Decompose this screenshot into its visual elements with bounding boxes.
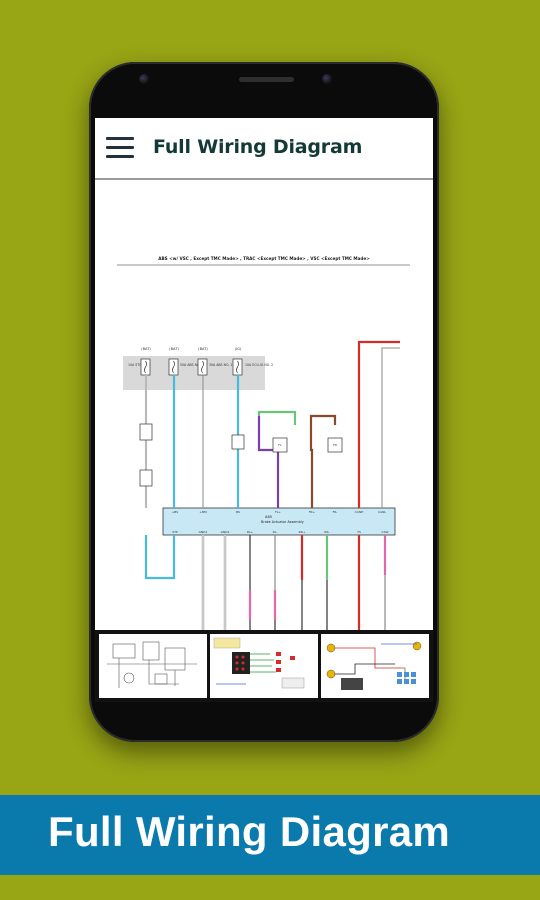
fuse-source-label: (BAT) xyxy=(169,347,179,351)
thumbnail-diagram-1[interactable] xyxy=(99,634,207,698)
front-camera-icon xyxy=(322,74,332,84)
wheel-sensor-fr xyxy=(327,437,343,453)
pin-label: RL+ xyxy=(247,530,254,534)
proximity-sensor-icon xyxy=(139,74,149,84)
pin-label: TS xyxy=(356,530,361,534)
wheel-sensor-fl xyxy=(272,437,288,453)
pin-label: +BS xyxy=(172,510,179,514)
actuator-name: Brake Actuator Assembly xyxy=(261,520,304,524)
pin-label: STP xyxy=(172,530,178,534)
connector-block xyxy=(139,469,153,487)
promo-banner xyxy=(0,795,540,875)
pin-label: GND1 xyxy=(199,530,208,534)
sensor-label: FL xyxy=(278,443,282,447)
pin-label: FL+ xyxy=(275,510,281,514)
phone-screen: Full Wiring Diagram ABS <w/ VSC , Except… xyxy=(95,118,433,702)
fuse-name: 10A STOP xyxy=(128,363,144,367)
fuse-name: 10A ECU-IG NO. 2 xyxy=(245,363,273,367)
pin-label: RR- xyxy=(324,530,329,534)
thumbnail-diagram-2[interactable] xyxy=(210,634,318,698)
pin-label: +BM xyxy=(199,510,207,514)
fuse-source-label: (BAT) xyxy=(141,347,151,351)
phone-frame: Full Wiring Diagram ABS <w/ VSC , Except… xyxy=(89,62,439,742)
banner-title: Full Wiring Diagram xyxy=(48,808,451,855)
pin-label: RR+ xyxy=(299,530,306,534)
pin-label: GND2 xyxy=(221,530,230,534)
thumbnail-strip xyxy=(95,630,433,702)
actuator-id: A65 xyxy=(265,515,272,519)
pin-label: FR+ xyxy=(309,510,316,514)
pin-label: CANL xyxy=(378,510,386,514)
pin-label: CANH xyxy=(355,510,364,514)
app-bar: Full Wiring Diagram xyxy=(95,118,433,180)
fuse-source-label: (BAT) xyxy=(198,347,208,351)
app-title: Full Wiring Diagram xyxy=(153,136,363,158)
fuse-name: 30A ABS NO. 2 xyxy=(209,363,232,367)
pin-label: FR- xyxy=(333,510,338,514)
fuse-source-label: (IG) xyxy=(235,347,242,351)
pin-label: RL- xyxy=(273,530,278,534)
stop-lamp-switch xyxy=(139,423,153,441)
connector-block xyxy=(231,434,245,450)
wiring-diagram[interactable]: ABS <w/ VSC , Except TMC Made> , TRAC <E… xyxy=(95,180,433,630)
fuse-name: 50A ABS NO. 1 xyxy=(180,363,203,367)
pin-label: BS xyxy=(236,510,240,514)
brake-actuator-block xyxy=(162,507,396,536)
hamburger-menu-icon[interactable] xyxy=(106,137,134,159)
sensor-label: FR xyxy=(333,443,337,447)
earpiece xyxy=(239,77,294,82)
diagram-heading: ABS <w/ VSC , Except TMC Made> , TRAC <E… xyxy=(158,256,370,261)
thumbnail-diagram-3[interactable] xyxy=(321,634,429,698)
pin-label: CSW xyxy=(382,530,389,534)
